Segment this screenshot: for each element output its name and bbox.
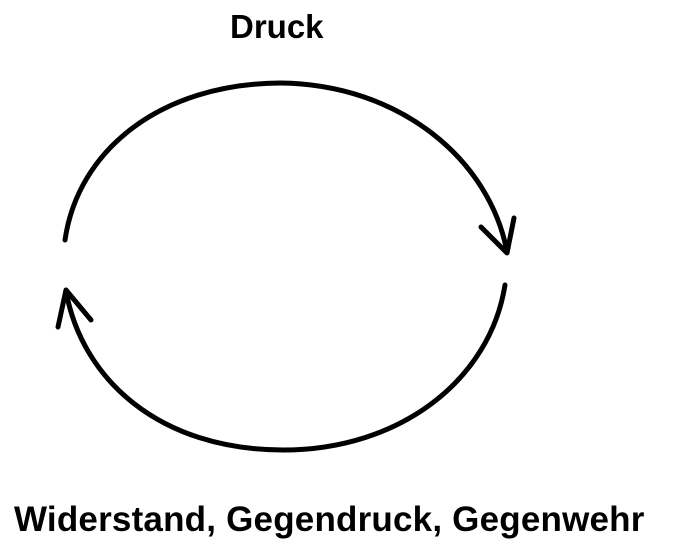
bottom-arc-arrow xyxy=(63,282,508,453)
top-arc-arrow xyxy=(62,80,510,255)
bottom-arrowhead-icon xyxy=(55,287,94,330)
top-arrowhead-icon xyxy=(478,215,517,256)
bottom-label-resistance: Widerstand, Gegendruck, Gegenwehr xyxy=(14,500,645,539)
top-label-druck: Druck xyxy=(230,8,324,45)
